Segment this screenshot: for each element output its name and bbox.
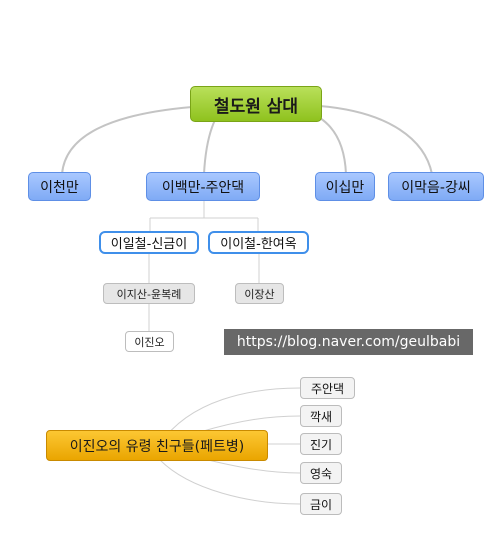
friend-item-2-label: 깍새 <box>309 409 333 424</box>
child-node-3[interactable]: 이십만 <box>315 172 375 201</box>
great-grandchild-node-2[interactable]: 이장산 <box>235 283 284 304</box>
grandchild-node-2[interactable]: 이이철-한여옥 <box>208 231 309 254</box>
friend-item-3-label: 진기 <box>309 437 333 452</box>
friend-item-3[interactable]: 진기 <box>300 433 342 455</box>
ghost-friends-center-node[interactable]: 이진오의 유령 친구들(페트병) <box>46 430 268 461</box>
friend-item-2[interactable]: 깍새 <box>300 405 342 427</box>
link-root-c1 <box>61 106 193 175</box>
ghost-friends-center-label: 이진오의 유령 친구들(페트병) <box>69 438 245 455</box>
watermark-text: https://blog.naver.com/geulbabi <box>236 334 461 350</box>
friend-item-1[interactable]: 주안댁 <box>300 377 355 399</box>
child-node-1-label: 이천만 <box>40 179 79 196</box>
watermark-url: https://blog.naver.com/geulbabi <box>224 329 473 355</box>
friend-item-5[interactable]: 금이 <box>300 493 342 515</box>
great-grandchild-node-2-label: 이장산 <box>244 287 275 301</box>
friend-item-4-label: 영숙 <box>309 466 333 481</box>
child-node-2[interactable]: 이백만-주안댁 <box>146 172 260 201</box>
link-root-c4 <box>319 105 433 175</box>
grandchild-node-1-label: 이일철-신금이 <box>110 237 188 252</box>
great-grandchild-node-1[interactable]: 이지산-윤복례 <box>103 283 195 304</box>
child-node-1[interactable]: 이천만 <box>28 172 91 201</box>
friend-item-4[interactable]: 영숙 <box>300 462 342 484</box>
grandchild-node-2-label: 이이철-한여옥 <box>220 237 297 252</box>
friend-item-1-label: 주안댁 <box>310 381 345 396</box>
link-c2-g <box>149 201 259 232</box>
child-node-4-label: 이막음-강씨 <box>401 179 471 196</box>
child-node-4[interactable]: 이막음-강씨 <box>388 172 484 201</box>
great-grandchild-node-1-label: 이지산-윤복례 <box>116 287 182 301</box>
root-node-label: 철도원 삼대 <box>213 96 299 117</box>
child-node-3-label: 이십만 <box>325 179 365 196</box>
root-node[interactable]: 철도원 삼대 <box>190 86 322 122</box>
great-great-grandchild-node[interactable]: 이진오 <box>125 331 174 352</box>
link-center-item5 <box>159 459 301 505</box>
link-root-c3 <box>319 117 347 175</box>
great-great-grandchild-node-label: 이진오 <box>134 335 165 349</box>
child-node-2-label: 이백만-주안댁 <box>161 179 245 196</box>
grandchild-node-1[interactable]: 이일철-신금이 <box>99 231 199 254</box>
link-root-c2 <box>203 119 216 175</box>
link-center-item2 <box>199 415 301 433</box>
friend-item-5-label: 금이 <box>309 497 333 512</box>
